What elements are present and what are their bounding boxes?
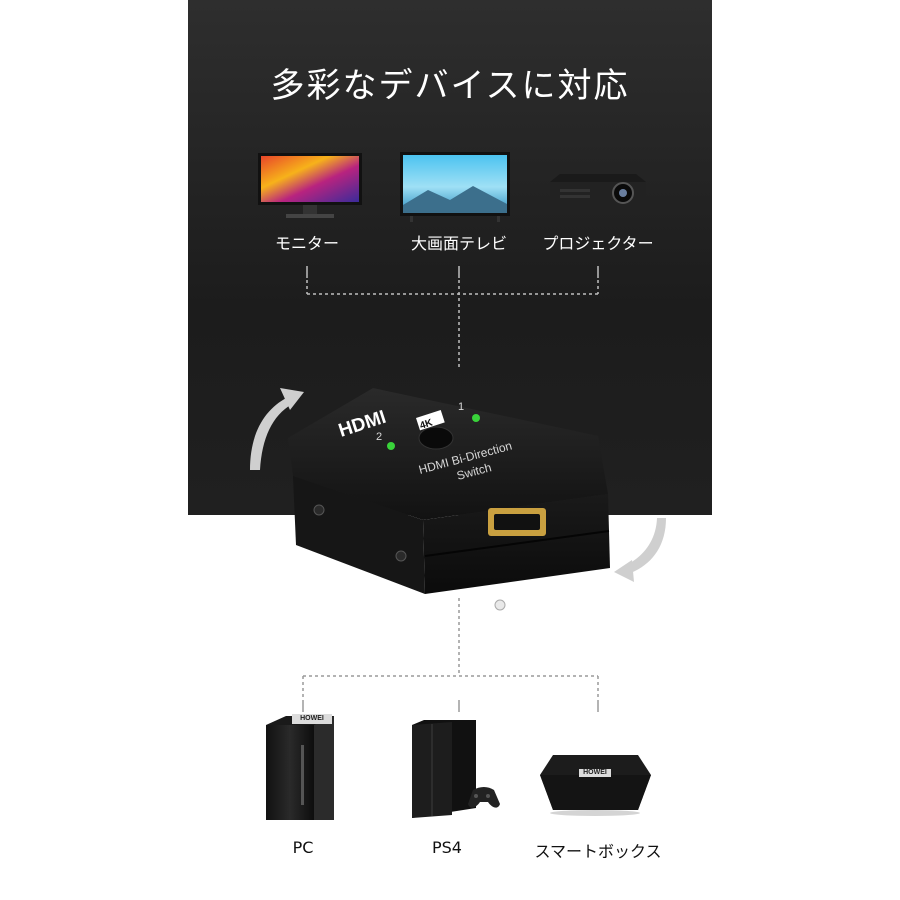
smart-box-brand-label: HOWEI — [583, 769, 607, 776]
input-connector-stubs — [302, 700, 599, 712]
output-label-tv: 大画面テレビ — [410, 234, 507, 253]
monitor-icon — [258, 153, 362, 218]
input-connector-lines — [302, 598, 599, 700]
switch-port-1: 1 — [458, 401, 464, 413]
input-label-smart-box: スマートボックス — [534, 842, 662, 861]
headline: 多彩なデバイスに対応 — [270, 66, 630, 106]
arrow-down-icon — [614, 518, 666, 582]
switch-port-2: 2 — [376, 431, 382, 443]
hdmi-switch — [288, 388, 610, 611]
pc-tower-icon — [266, 714, 334, 820]
pc-brand-label: HOWEI — [300, 715, 324, 722]
smart-box-icon — [540, 755, 651, 816]
tv-icon — [400, 152, 510, 222]
ps4-console-icon — [412, 720, 500, 818]
input-label-pc: PC — [292, 838, 314, 857]
output-label-monitor: モニター — [274, 234, 339, 253]
switch-badge: 4K — [419, 417, 435, 432]
illustration: HDMI 4K HDMI Bi-Direction Switch 1 2 — [250, 152, 666, 820]
projector-icon — [550, 174, 646, 205]
arrow-up-icon — [250, 388, 304, 470]
output-label-projector: プロジェクター — [542, 234, 654, 253]
input-label-ps4: PS4 — [432, 838, 462, 857]
output-connector-lines — [306, 266, 599, 370]
product-panel: 多彩なデバイスに対応 — [188, 0, 712, 900]
switch-badge-bg — [416, 409, 445, 431]
